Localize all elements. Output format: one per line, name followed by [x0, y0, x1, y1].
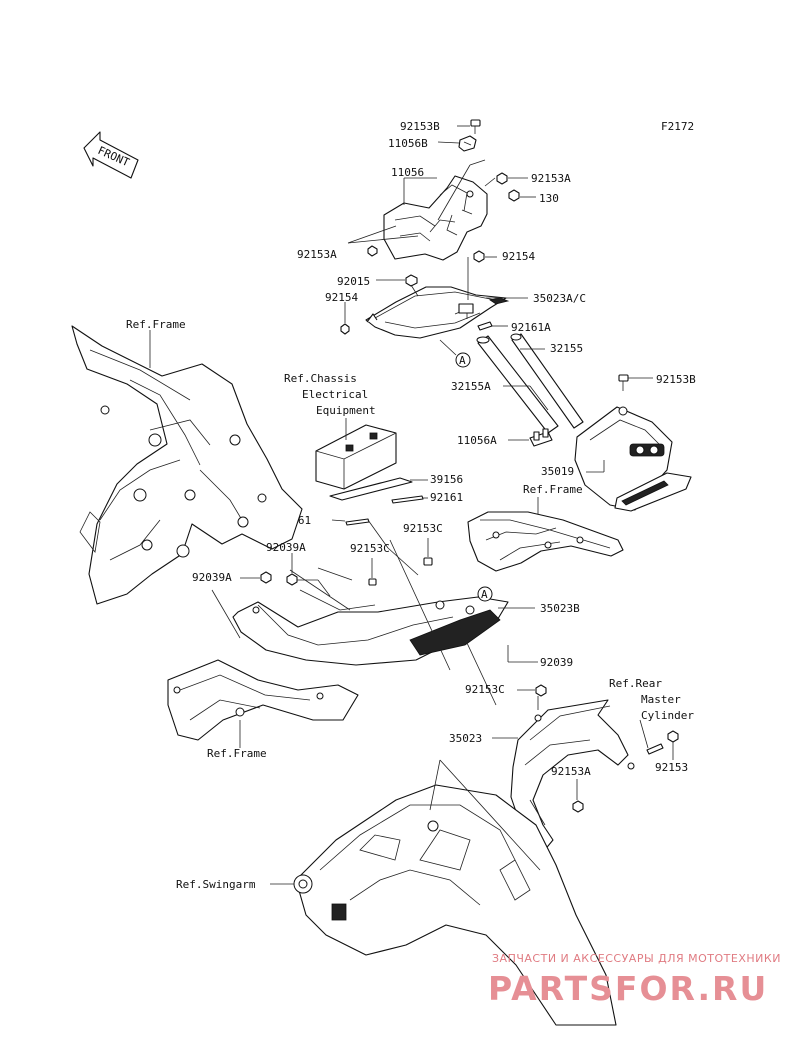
ref-swingarm: Ref.Swingarm [176, 878, 256, 891]
screw-130 [508, 189, 520, 202]
screw-92153A-lower [572, 800, 584, 813]
tail-light-35019 [574, 406, 692, 512]
pad-39156 [329, 477, 413, 501]
part-label-92039: 92039 [540, 656, 573, 669]
tube-pair-32155 [476, 333, 584, 434]
screw-92153A-top [496, 172, 508, 185]
clip-92161A [477, 321, 493, 331]
part-label-92153A-lower: 92153A [551, 765, 591, 778]
ref-rear-line2: Master [641, 693, 681, 706]
reference-marker-a-text: A [459, 354, 466, 367]
part-label-32155A: 32155A [451, 380, 491, 393]
part-label-35023B: 35023B [540, 602, 580, 615]
part-label-92153A: 92153A [531, 172, 571, 185]
part-label-92154-left: 92154 [325, 291, 358, 304]
strap-92161-left [345, 518, 370, 526]
ref-chassis-line2: Electrical [302, 388, 368, 401]
part-label-92161A: 92161A [511, 321, 551, 334]
bolt-92153-right [646, 730, 679, 755]
part-label-92015: 92015 [337, 275, 370, 288]
reference-marker-a-bottom: A [477, 586, 493, 602]
part-label-92153C-mid: 92153C [350, 542, 390, 555]
ref-frame-top: Ref.Frame [126, 318, 186, 331]
part-label-92154: 92154 [502, 250, 535, 263]
part-label-92039A-upper: 92039A [266, 541, 306, 554]
screw-92153C-right [423, 557, 433, 566]
reference-marker-a-bottom-text: A [481, 588, 488, 601]
cover-35023AC [365, 286, 510, 339]
clip-92039A-left [260, 571, 272, 584]
frame-rail-right-ref [467, 511, 624, 572]
part-label-92153: 92153 [655, 761, 688, 774]
main-frame-ref [71, 325, 303, 605]
clip-11056B [458, 135, 477, 152]
watermark-brand: PARTSFOR.RU [488, 969, 768, 1008]
battery-ref [315, 424, 397, 490]
ref-frame-mid: Ref.Frame [523, 483, 583, 496]
seat-lock-bracket [347, 119, 536, 261]
part-label-11056: 11056 [391, 166, 424, 179]
swingarm-ref [293, 759, 617, 1026]
ref-chassis-line3: Equipment [316, 404, 376, 417]
screw-92153C-lower [535, 684, 547, 697]
part-label-92161: 92161 [430, 491, 463, 504]
ref-rear-line3: Cylinder [641, 709, 694, 722]
clip-92039A-upper [286, 573, 298, 586]
screw-92153A-left [367, 245, 378, 257]
part-label-39156: 39156 [430, 473, 463, 486]
ref-frame-bottom: Ref.Frame [207, 747, 267, 760]
watermark-tagline: ЗАПЧАСТИ И АКСЕССУАРЫ ДЛЯ МОТОТЕХНИКИ [492, 952, 781, 965]
part-label-130: 130 [539, 192, 559, 205]
screw-92153C-mid [368, 578, 377, 586]
part-label-92039A-left: 92039A [192, 571, 232, 584]
part-label-92153B-right: 92153B [656, 373, 696, 386]
bolt-92153B-right [618, 374, 629, 391]
screw-92154-right [473, 250, 485, 263]
part-label-92153A-left: 92153A [297, 248, 337, 261]
part-label-92153C-lower: 92153C [465, 683, 505, 696]
part-label-92153B: 92153B [400, 120, 440, 133]
part-label-35019: 35019 [541, 465, 574, 478]
grommet-11056A [529, 428, 553, 447]
reference-marker-a-top: A [439, 339, 471, 368]
nut-92015 [405, 274, 418, 287]
part-label-11056B: 11056B [388, 137, 428, 150]
screw-92154-left [340, 323, 350, 335]
part-label-32155: 32155 [550, 342, 583, 355]
frame-lower-left-ref [167, 659, 359, 741]
watermark-logo: ЗАПЧАСТИ И АКСЕССУАРЫ ДЛЯ МОТОТЕХНИКИ PA… [488, 952, 781, 1008]
front-arrow-icon: FRONT [83, 131, 139, 179]
bolt-92153B-top [470, 119, 481, 134]
part-label-11056A: 11056A [457, 434, 497, 447]
part-label-92153C-right: 92153C [403, 522, 443, 535]
under-tray-35023B [232, 569, 509, 666]
ref-rear-line1: Ref.Rear [609, 677, 662, 690]
part-label-35023AC: 35023A/C [533, 292, 586, 305]
ref-chassis-line1: Ref.Chassis [284, 372, 357, 385]
figure-code: F2172 [661, 120, 694, 133]
part-label-35023: 35023 [449, 732, 482, 745]
strap-92161-right [391, 495, 424, 504]
